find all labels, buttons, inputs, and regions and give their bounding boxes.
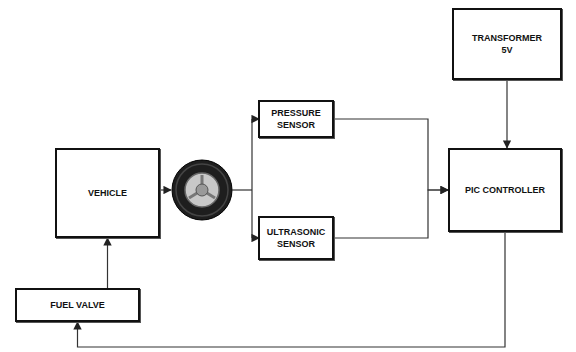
process-box: ULTRASONIC SENSOR	[258, 216, 334, 260]
process-box: PRESSURE SENSOR	[258, 100, 334, 138]
box-label: PIC CONTROLLER	[465, 184, 545, 196]
signal-connector	[506, 80, 507, 148]
box-label: VEHICLE	[88, 187, 127, 199]
branch-line	[251, 119, 252, 238]
signal-connector	[334, 119, 448, 190]
wheel-spokes	[189, 175, 215, 198]
wheel-hub	[196, 184, 208, 196]
tyre-tread	[176, 164, 228, 216]
box-label: FUEL VALVE	[50, 299, 105, 311]
signal-connector	[334, 190, 448, 238]
wheel-rim	[185, 173, 219, 207]
process-box: TRANSFORMER 5V	[452, 8, 562, 80]
box-label: PRESSURE SENSOR	[265, 107, 327, 131]
signal-connector	[107, 238, 108, 288]
tyre	[172, 160, 232, 220]
process-box: PIC CONTROLLER	[448, 148, 562, 232]
box-label: ULTRASONIC SENSOR	[265, 226, 327, 250]
box-label: TRANSFORMER 5V	[471, 32, 543, 56]
process-box: FUEL VALVE	[15, 288, 140, 322]
wheel-output-line	[232, 189, 252, 190]
vehicle-to-wheel-arrow	[160, 189, 171, 190]
process-box: VEHICLE	[55, 148, 160, 238]
